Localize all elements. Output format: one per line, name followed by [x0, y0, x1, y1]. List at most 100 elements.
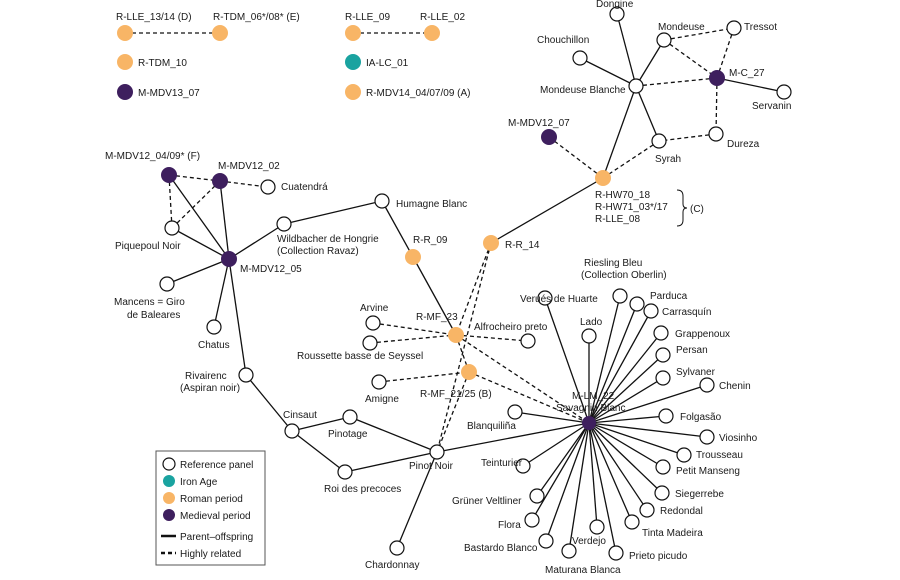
label: Lado: [580, 317, 603, 328]
label: Bastardo Blanco: [464, 543, 538, 554]
node-m-lm-22-savagnin: [582, 416, 596, 430]
label: Arvine: [360, 303, 389, 314]
edges: [125, 13, 785, 554]
label: R-LLE_08: [595, 214, 640, 225]
label: Wildbacher de Hongrie: [277, 234, 379, 245]
label: Trousseau: [696, 450, 743, 461]
node-chatus: [206, 319, 222, 335]
label: Cuatendrá: [281, 182, 328, 193]
legend-label-roman: Roman period: [180, 494, 243, 505]
label: IA-LC_01: [366, 58, 409, 69]
edge: [455, 334, 590, 424]
label: Savagnin Blanc: [556, 403, 626, 414]
legend-label-iron-age: Iron Age: [180, 477, 218, 488]
label: R-MF_23: [416, 312, 458, 323]
label: Pinotage: [328, 429, 368, 440]
edge: [635, 85, 660, 142]
node-r-mf-23: [448, 327, 464, 343]
edge: [436, 422, 590, 453]
label: R-LLE_09: [345, 12, 390, 23]
label: Chardonnay: [365, 560, 419, 571]
edge: [219, 180, 269, 188]
node-r-hw70-group-c: [595, 170, 611, 186]
label: Tressot: [744, 22, 777, 33]
label: Alfrocheiro preto: [474, 322, 548, 333]
node-mondeuse-blanche: [628, 78, 644, 94]
edge: [396, 451, 438, 549]
edge: [588, 295, 621, 424]
label: Blanquiliña: [467, 421, 516, 432]
nodes: [117, 6, 792, 561]
edge: [228, 258, 247, 376]
edge: [536, 422, 590, 497]
label: Dureza: [727, 139, 760, 150]
edge: [588, 354, 664, 424]
edge: [468, 371, 590, 424]
label: R-LLE_02: [420, 12, 465, 23]
edge: [602, 140, 660, 179]
edge: [635, 77, 718, 87]
node-r-tdm-06-08: [212, 25, 228, 41]
node-m-mdv12-07: [541, 129, 557, 145]
edge: [171, 180, 221, 229]
label: Viosinho: [719, 433, 758, 444]
edge: [378, 371, 470, 383]
edge: [168, 174, 221, 182]
label: (Collection Oberlin): [581, 270, 667, 281]
edge: [283, 200, 383, 225]
node-riesling-bleu: [612, 288, 628, 304]
node-m-mdv12-05: [221, 251, 237, 267]
edge: [291, 430, 346, 473]
edge: [588, 422, 685, 456]
label: R-HW71_03*/17: [595, 202, 668, 213]
node-m-mdv12-02: [212, 173, 228, 189]
label: Roi des precoces: [324, 484, 401, 495]
edge: [715, 77, 718, 135]
edge: [228, 223, 285, 260]
edge: [588, 332, 662, 424]
node-chouchillon: [572, 50, 588, 66]
label: R-R_09: [413, 235, 448, 246]
edge: [588, 303, 638, 424]
node-r-mdv14: [345, 84, 361, 100]
legend-swatch-reference: [162, 457, 176, 471]
edge: [588, 422, 708, 438]
label: R-TDM_06*/08* (E): [213, 12, 300, 23]
label: M-MDV12_05: [240, 264, 302, 275]
label: Tinta Madeira: [642, 528, 703, 539]
label: Servanin: [752, 101, 791, 112]
node-r-mf-21-25: [461, 364, 477, 380]
node-r-r-09: [405, 249, 421, 265]
edge: [490, 177, 604, 244]
edge: [219, 180, 230, 260]
node-r-lle-13-14: [117, 25, 133, 41]
label: Parduca: [650, 291, 688, 302]
node-ia-lc-01: [345, 54, 361, 70]
label: Dongine: [596, 0, 634, 10]
edge: [588, 422, 633, 523]
label: (C): [690, 204, 704, 215]
node-sylvaner: [655, 370, 671, 386]
label: M-C_27: [729, 68, 765, 79]
label: Maturana Blanca: [545, 565, 621, 575]
node-cinsaut: [284, 423, 300, 439]
node-servanin: [776, 84, 792, 100]
legend-label-reference: Reference panel: [180, 460, 253, 471]
node-cuatendra: [260, 179, 276, 195]
label: M-MDV12_02: [218, 161, 280, 172]
node-petit-manseng: [655, 459, 671, 475]
node-chenin: [699, 377, 715, 393]
legend-label-medieval: Medieval period: [180, 511, 251, 522]
label: Humagne Blanc: [396, 199, 467, 210]
edge: [588, 422, 664, 468]
label: Cinsaut: [283, 410, 317, 421]
node-dongine: [609, 6, 625, 22]
node-tinta-madeira: [624, 514, 640, 530]
node-pinotage: [342, 409, 358, 425]
label: Flora: [498, 520, 521, 531]
node-pinot-noir: [429, 444, 445, 460]
edge: [522, 422, 590, 467]
legend-box: [155, 450, 266, 566]
label: Amigne: [365, 394, 399, 405]
label: Rivairenc: [185, 371, 227, 382]
